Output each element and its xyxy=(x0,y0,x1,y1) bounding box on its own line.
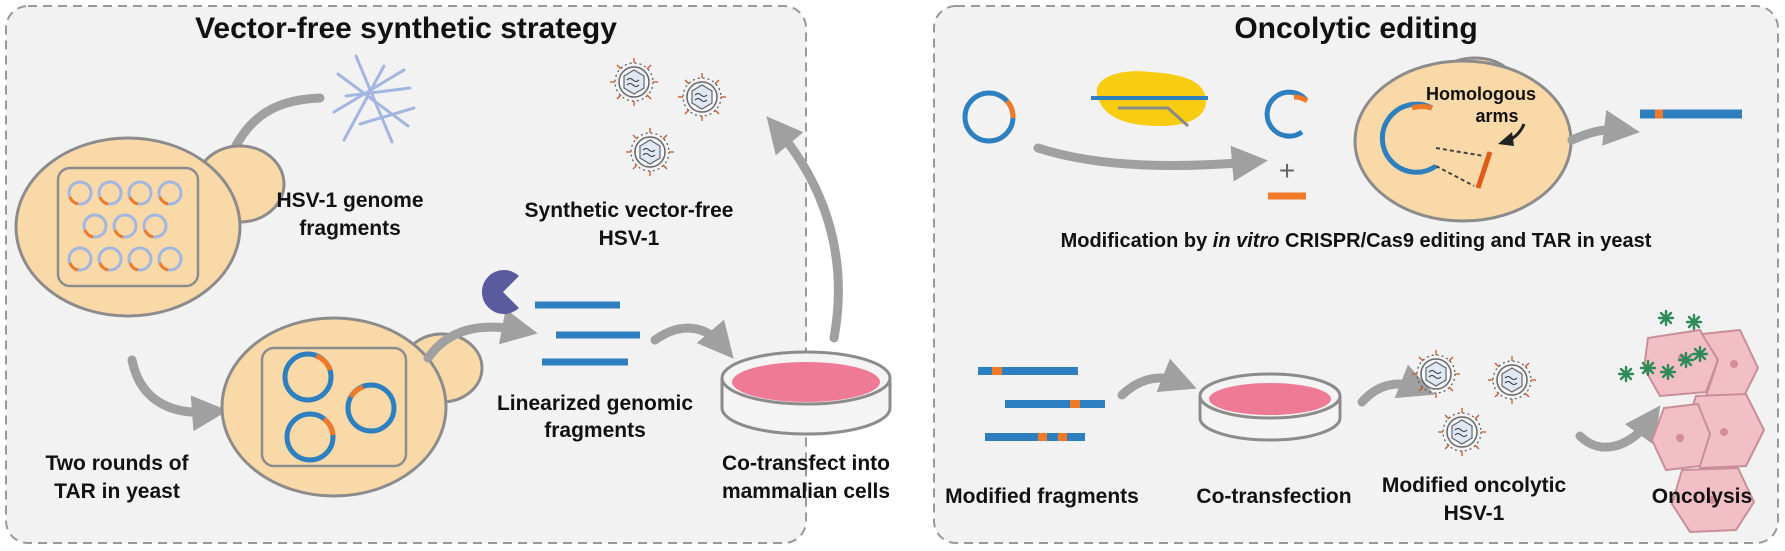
linearized-label-1: Linearized genomic xyxy=(497,392,693,415)
arrow-fragments-to-dish xyxy=(1117,358,1197,400)
arrow-plasmid-to-cut xyxy=(1033,143,1268,182)
synthetic-label-1: Synthetic vector-free xyxy=(525,199,734,222)
arrow-virus-to-cells xyxy=(1575,405,1661,452)
arrow-linearized-to-dish xyxy=(650,319,734,359)
yeast-cell-right xyxy=(1353,56,1573,223)
modification-caption-pre: Modification by xyxy=(1061,230,1213,252)
restriction-enzyme-icon xyxy=(481,270,519,315)
petri-dish-left xyxy=(720,350,892,436)
linearized-fragments xyxy=(535,301,640,366)
cotransfect-label-2: mammalian cells xyxy=(722,480,890,503)
modified-oncolytic-label-2: HSV-1 xyxy=(1444,502,1505,525)
arrow-dish-to-virus-right xyxy=(1357,364,1435,407)
cas9-complex xyxy=(1091,71,1208,128)
genome-fragments-label-1: HSV-1 genome xyxy=(276,189,423,212)
plus-sign: + xyxy=(1279,155,1295,186)
modified-fragments xyxy=(978,367,1105,441)
yeast-cell-2 xyxy=(220,316,484,498)
modified-oncolytic-label-1: Modified oncolytic xyxy=(1382,474,1567,497)
petri-dish-right xyxy=(1198,372,1342,442)
modification-caption: Modification by in vitro CRISPR/Cas9 edi… xyxy=(1061,230,1652,252)
modification-caption-italic: in vitro xyxy=(1213,230,1280,252)
cut-plasmid xyxy=(1264,89,1309,139)
right-panel-title: Oncolytic editing xyxy=(1234,12,1477,45)
modified-fragments-label: Modified fragments xyxy=(945,485,1139,508)
arrow-dish-to-virus xyxy=(766,116,843,343)
cotransfect-label-1: Co-transfect into xyxy=(722,452,890,475)
yeast-cell-1 xyxy=(14,136,286,318)
tar-label-1: Two rounds of xyxy=(45,452,189,475)
linearized-label-2: fragments xyxy=(544,419,646,442)
left-panel-title: Vector-free synthetic strategy xyxy=(195,12,617,45)
arrow-yeast-to-edited xyxy=(1567,110,1640,146)
modification-caption-post: CRISPR/Cas9 editing and TAR in yeast xyxy=(1279,230,1651,252)
homologous-label-1: Homologous xyxy=(1426,84,1536,104)
genome-fragments-label-2: fragments xyxy=(299,217,401,240)
cotransfection-label: Co-transfection xyxy=(1196,485,1351,508)
arrow-yeast1-to-yeast2 xyxy=(127,355,228,432)
synthetic-label-2: HSV-1 xyxy=(599,227,660,250)
hsv1-genome-fragments xyxy=(332,54,416,144)
tar-label-2: TAR in yeast xyxy=(54,480,180,503)
oncolysis-label: Oncolysis xyxy=(1652,485,1752,508)
arrow-yeast2-to-linearized xyxy=(423,308,538,363)
homologous-label-2: arms xyxy=(1475,106,1518,126)
right-panel xyxy=(933,5,1779,544)
plasmid-circle xyxy=(962,90,1016,144)
